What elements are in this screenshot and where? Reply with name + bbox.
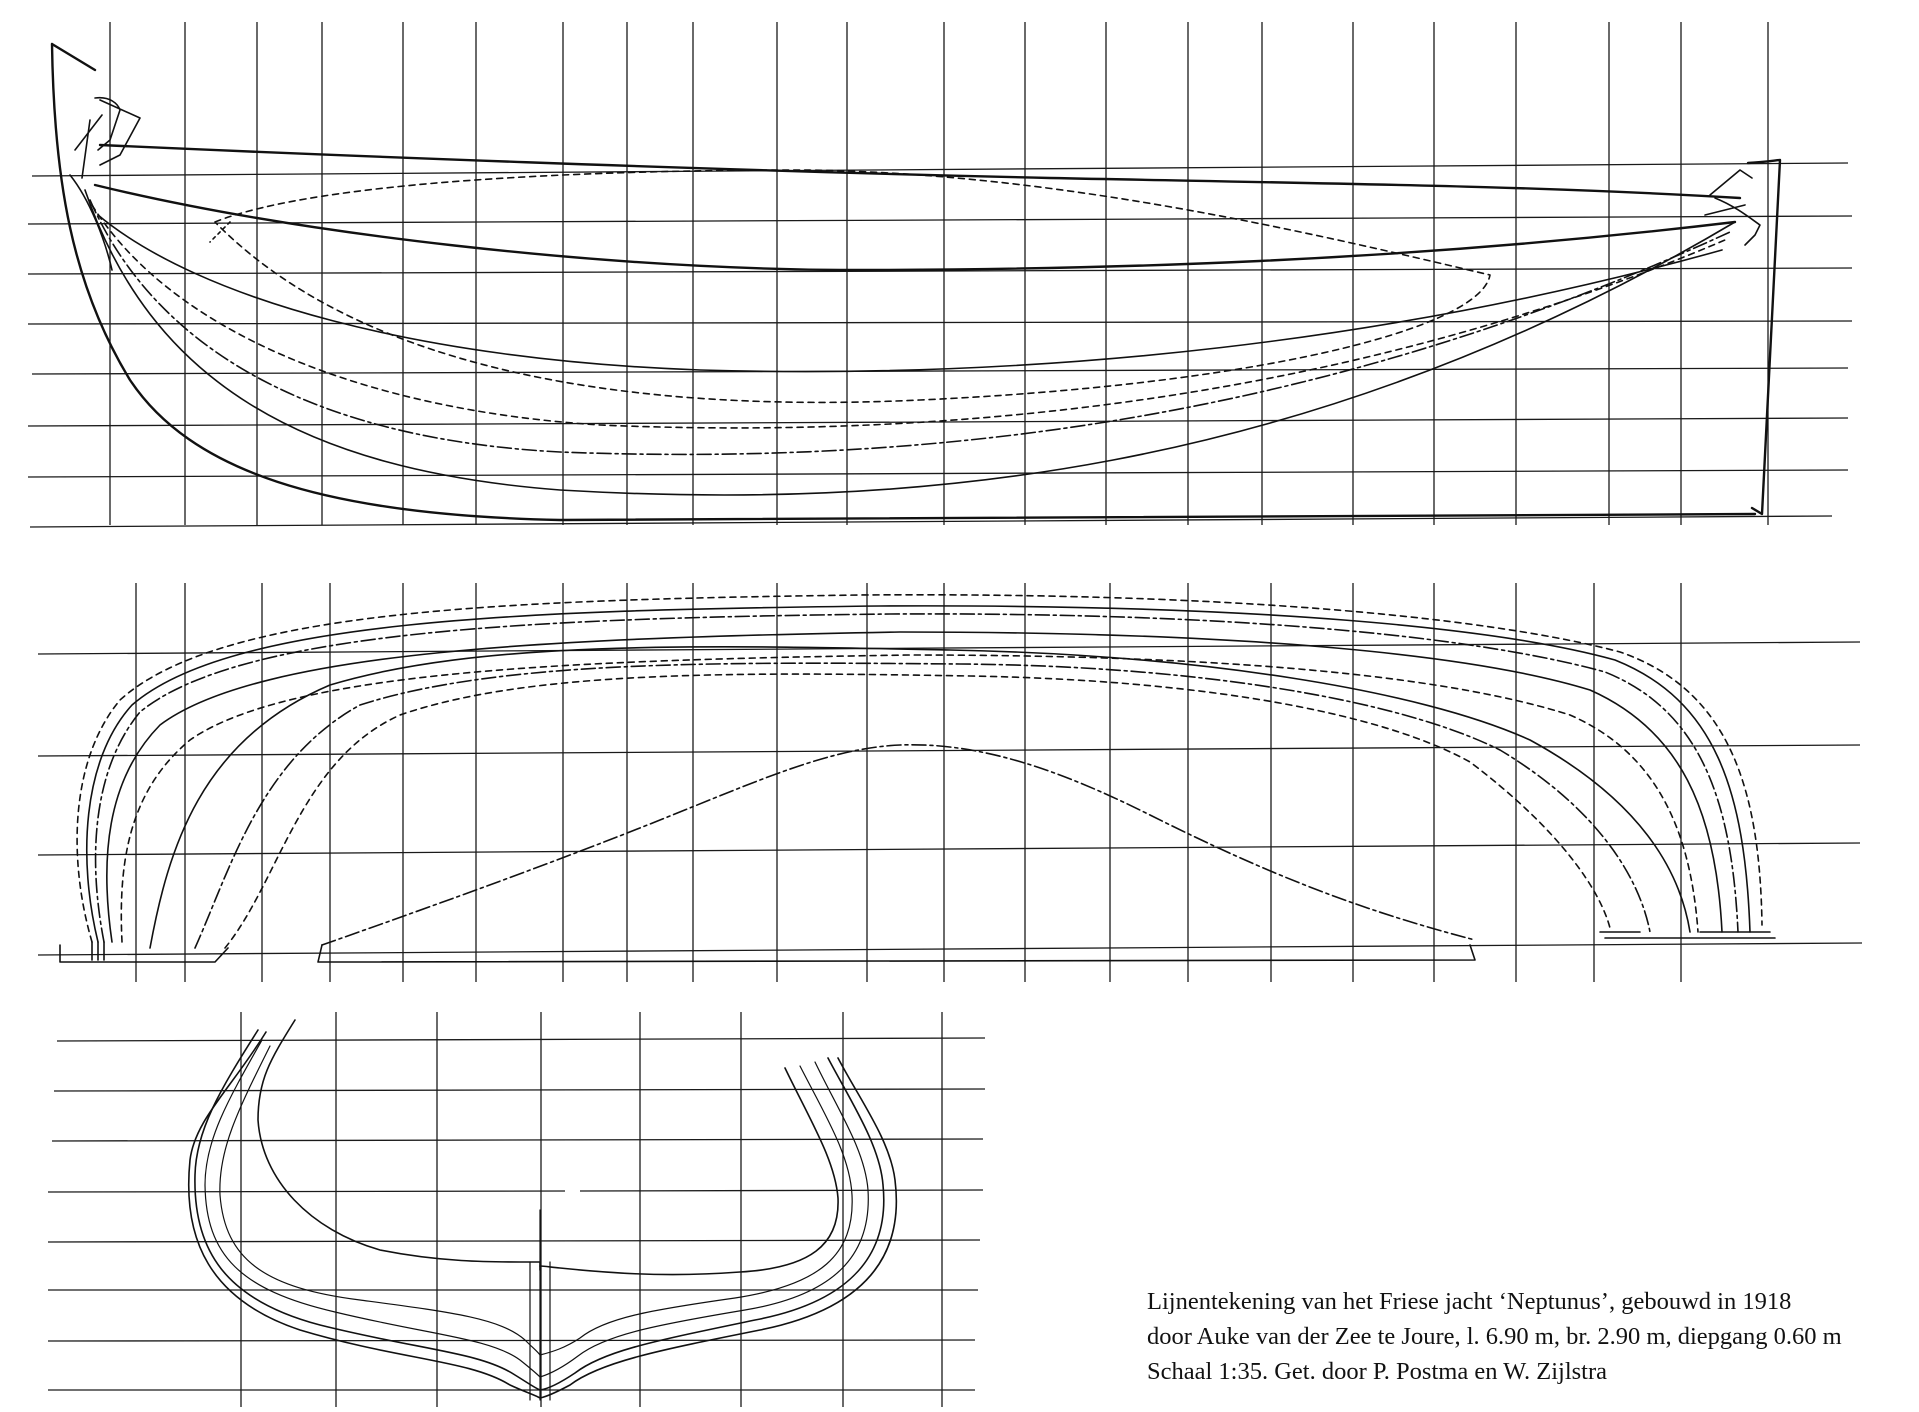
body-plan-grid [47,1012,986,1407]
caption-line-2: door Auke van der Zee te Joure, l. 6.90 … [1147,1323,1842,1350]
body-plan-view [47,1012,986,1407]
profile-lines [50,42,1782,522]
drawing-caption: Lijnentekening van het Friese jacht ‘Nep… [1147,1284,1917,1389]
body-plan-lines [187,1019,898,1401]
plan-grid [37,583,1863,982]
profile-view [27,22,1853,528]
profile-grid [27,22,1853,528]
caption-line-1: Lijnentekening van het Friese jacht ‘Nep… [1147,1288,1792,1315]
plan-view [37,583,1863,982]
caption-line-3: Schaal 1:35. Get. door P. Postma en W. Z… [1147,1358,1608,1385]
plan-lines [59,593,1776,963]
